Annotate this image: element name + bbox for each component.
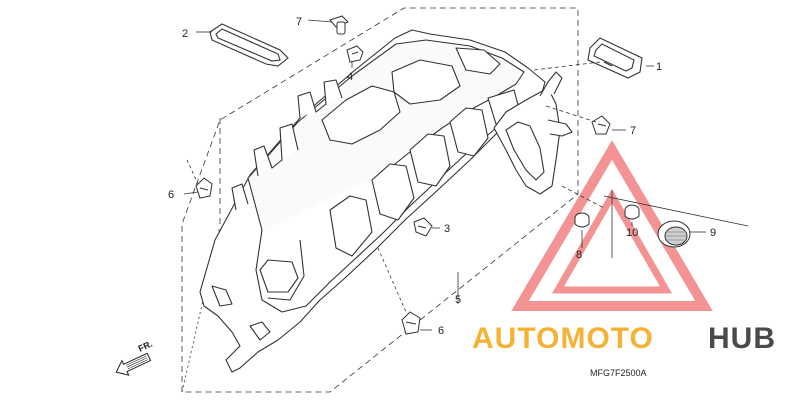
front-marker-label: FR. bbox=[137, 339, 154, 354]
part-6-bolt-left bbox=[195, 177, 213, 199]
watermark-word-a: AUTOMOTO bbox=[472, 322, 654, 355]
watermark-triangle-icon bbox=[511, 140, 713, 311]
callouts: 2 7 4 1 7 6 3 8 10 9 5 6 bbox=[168, 16, 716, 337]
rear-fender bbox=[199, 29, 546, 373]
part-1-license-light bbox=[587, 37, 643, 79]
part-8-collar bbox=[574, 212, 590, 228]
rear-stay bbox=[493, 71, 573, 195]
callout-6-bottom: 6 bbox=[438, 325, 444, 337]
part-7-bolt-top bbox=[329, 15, 349, 35]
callout-1: 1 bbox=[656, 61, 662, 73]
callout-9: 9 bbox=[710, 227, 716, 239]
watermark-word-b: HUB bbox=[708, 322, 776, 355]
part-3-clip bbox=[413, 217, 433, 237]
drawing-code: MFG7F2500A bbox=[590, 368, 647, 378]
callout-6-left: 6 bbox=[168, 189, 174, 201]
callout-7-right: 7 bbox=[630, 125, 636, 137]
watermark-logo: AUTOMOTO HUB bbox=[472, 322, 776, 355]
leader-lines bbox=[183, 19, 749, 331]
callout-2: 2 bbox=[182, 28, 188, 40]
part-9-reflector bbox=[657, 220, 691, 248]
callout-4: 4 bbox=[347, 71, 353, 83]
callout-8: 8 bbox=[576, 249, 582, 261]
callout-5: 5 bbox=[455, 294, 461, 306]
callout-3: 3 bbox=[444, 223, 450, 235]
part-7-bolt-right bbox=[591, 115, 611, 135]
part-10-collar bbox=[624, 204, 640, 220]
front-direction-arrow-icon bbox=[115, 352, 152, 376]
part-4-clip bbox=[346, 45, 364, 63]
part-6-bolt-bottom bbox=[401, 311, 421, 335]
callout-10: 10 bbox=[626, 227, 638, 239]
part-2-gasket bbox=[209, 23, 289, 67]
callout-7-top: 7 bbox=[296, 16, 302, 28]
